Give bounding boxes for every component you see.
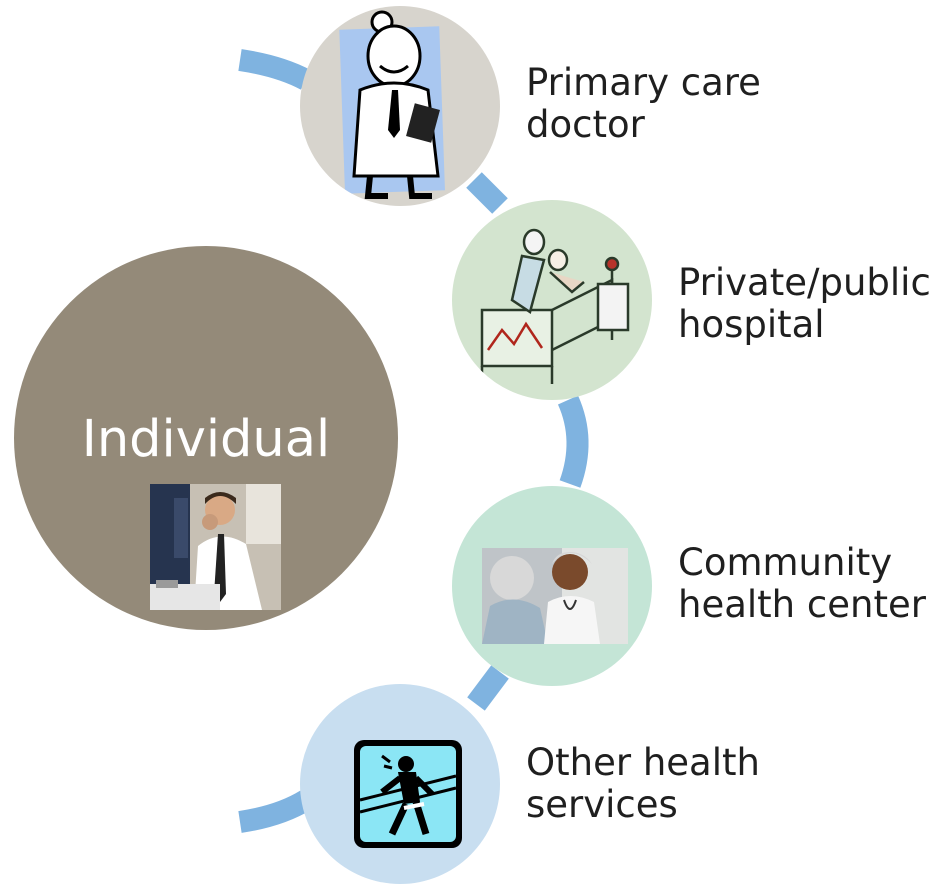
label-line2: services	[526, 783, 678, 826]
label-line1: Other health	[526, 741, 760, 784]
walking-person-icon	[354, 740, 462, 848]
individual-circle: Individual	[14, 246, 398, 630]
connector-top	[238, 49, 312, 90]
node-label-hospital: Private/public hospital	[678, 262, 931, 346]
connector-doctor-hospital	[466, 172, 508, 214]
connector-community-other	[467, 665, 509, 711]
individual-label: Individual	[81, 410, 331, 469]
node-other	[300, 684, 500, 884]
office-worker-photo	[150, 484, 281, 610]
label-line2: doctor	[526, 103, 645, 146]
connector-bottom	[238, 790, 312, 833]
connector-hospital-community	[557, 395, 589, 488]
node-primary-care	[300, 6, 500, 206]
node-hospital	[452, 200, 652, 400]
node-label-other: Other health services	[526, 742, 760, 826]
node-label-community: Community health center	[678, 542, 926, 626]
label-line1: Primary care	[526, 61, 761, 104]
label-line1: Community	[678, 541, 893, 584]
label-line2: health center	[678, 583, 926, 626]
doctor-cartoon-icon	[339, 10, 445, 199]
label-line1: Private/public	[678, 261, 931, 304]
label-line2: hospital	[678, 303, 825, 346]
node-community	[452, 486, 652, 686]
hospital-bed-icon	[480, 228, 630, 384]
node-label-primary-care: Primary care doctor	[526, 62, 761, 146]
doctor-patient-photo	[482, 548, 628, 644]
